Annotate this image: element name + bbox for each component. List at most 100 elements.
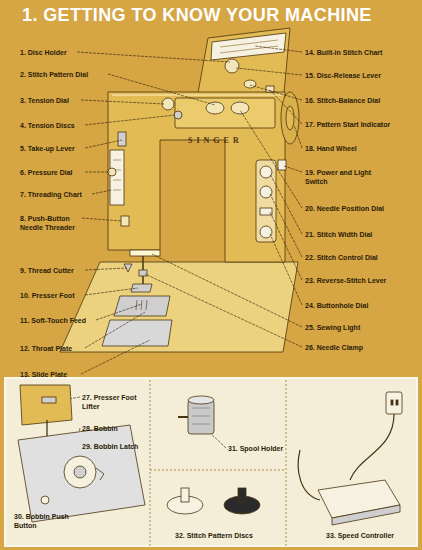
bobbin-inset (64, 456, 96, 488)
part-label: 1. Disc Holder (20, 48, 67, 57)
bobbin-inset (41, 496, 49, 504)
stitch-disc-inset (181, 488, 189, 502)
leader-line (108, 74, 215, 105)
part-label: 33. Speed Controller (326, 531, 394, 540)
sewing-machine (225, 59, 239, 73)
part-label: 22. Stitch Control Dial (305, 253, 378, 262)
part-label: 12. Throat Plate (20, 344, 72, 353)
part-label: 27. Presser Foot Lifter (82, 393, 144, 411)
part-label: 30. Bobbin Push Button (14, 512, 74, 530)
sewing-machine (220, 40, 278, 47)
spool-holder-inset (192, 424, 210, 425)
sewing-machine (112, 94, 282, 95)
sewing-machine (206, 102, 224, 114)
part-label: 32. Stitch Pattern Discs (175, 531, 253, 540)
part-label: 18. Hand Wheel (305, 144, 357, 153)
sewing-machine (130, 250, 160, 256)
leader-line (152, 254, 302, 327)
sewing-machine (244, 80, 256, 88)
sewing-machine (198, 28, 290, 93)
part-label: 17. Pattern Start Indicator (305, 120, 390, 129)
bobbin-inset (74, 466, 86, 478)
part-label: 25. Sewing Light (305, 323, 360, 332)
spool-holder-inset (188, 396, 214, 404)
sewing-machine (260, 166, 272, 178)
leader-line (81, 100, 165, 104)
spool-holder-inset (178, 416, 188, 418)
leader-line (270, 90, 302, 124)
leader-line (145, 274, 302, 347)
leader-line (85, 268, 127, 270)
spool-holder-inset (192, 408, 210, 409)
speed-controller-inset (298, 392, 402, 525)
leader-line (250, 85, 302, 100)
part-label: 11. Soft-Touch Feed (20, 316, 86, 325)
sewing-machine (139, 270, 147, 276)
sewing-machine (286, 106, 294, 130)
sewing-machine (266, 86, 274, 92)
part-label: 16. Stitch-Balance Dial (305, 96, 380, 105)
leader-line (85, 140, 122, 148)
stitch-disc-inset (167, 488, 260, 514)
part-label: 28. Bobbin (82, 424, 118, 433)
part-label: 2. Stitch Pattern Dial (20, 70, 88, 79)
part-label: 6. Pressure Dial (20, 168, 73, 177)
lower-panel (286, 380, 287, 546)
part-label: 7. Threading Chart (20, 190, 82, 199)
speed-controller-inset (386, 392, 402, 414)
sewing-machine (175, 98, 275, 128)
speed-controller-inset (332, 505, 400, 525)
part-label: 24. Buttonhole Dial (305, 301, 368, 310)
sewing-machine (141, 300, 142, 310)
sewing-machine (256, 160, 276, 242)
sewing-machine (114, 296, 170, 316)
spool-holder-inset (178, 396, 214, 434)
speed-controller-inset (396, 400, 398, 405)
part-label: 23. Reverse-Stitch Lever (305, 276, 386, 285)
leader-line (85, 312, 145, 348)
part-label: 4. Tension Discs (20, 121, 75, 130)
leader-line (82, 218, 122, 221)
lower-panel (5, 378, 417, 546)
part-label: 26. Needle Clamp (305, 343, 363, 352)
sewing-machine (174, 111, 182, 119)
bobbin-inset (96, 468, 104, 480)
stitch-disc-inset (238, 488, 246, 502)
sewing-machine (113, 190, 121, 191)
leader-line (270, 174, 302, 234)
leader-line (294, 125, 302, 148)
part-label: 15. Disc-Release Lever (305, 71, 381, 80)
sewing-machine (121, 216, 129, 226)
leader-line (81, 340, 150, 374)
part-label: 5. Take-up Lever (20, 144, 75, 153)
leader-line (85, 172, 110, 173)
part-label: 8. Push-Button Needle Threader (20, 214, 82, 232)
bobbin-inset (18, 425, 145, 522)
spool-holder-inset (188, 400, 214, 434)
sewing-machine (260, 208, 272, 215)
sewing-machine (131, 284, 152, 292)
page-title: 1. GETTING TO KNOW YOUR MACHINE (22, 4, 372, 26)
leader-line (270, 194, 302, 257)
sewing-machine (220, 46, 278, 53)
sewing-machine (136, 300, 137, 310)
part-label: 3. Tension Dial (20, 96, 69, 105)
leader-line (77, 52, 230, 62)
sewing-machine (146, 300, 147, 310)
leader-line (255, 46, 302, 52)
leader-line (85, 115, 175, 125)
leader-line (236, 68, 302, 75)
lower-panel (150, 380, 151, 546)
leader-line (240, 110, 302, 208)
part-label: 20. Needle Position Dial (305, 204, 384, 213)
sewing-machine (113, 160, 121, 161)
leader-line (284, 166, 302, 172)
part-label: 19. Power and Light Switch (305, 168, 383, 186)
leader-line (92, 190, 112, 194)
sewing-machine (278, 160, 286, 170)
leader-line (270, 234, 302, 305)
bobbin-inset (20, 385, 72, 425)
sewing-machine (60, 262, 298, 352)
